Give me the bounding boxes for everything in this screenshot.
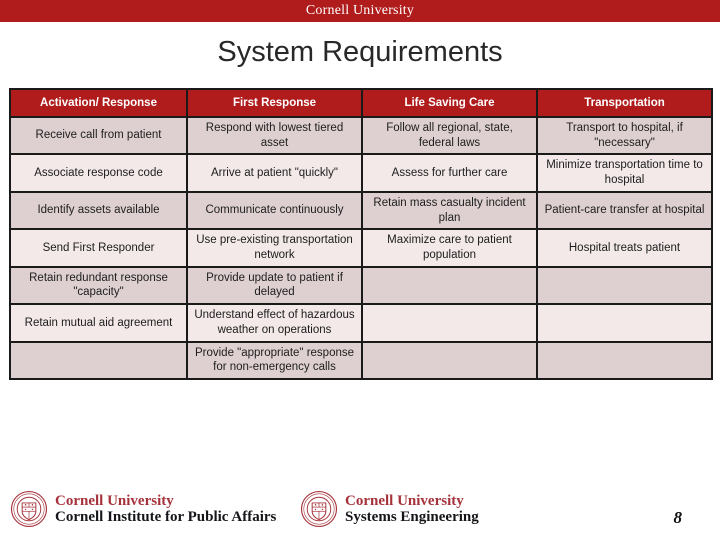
table-cell-empty	[536, 265, 713, 306]
table-cell: Send First Responder	[9, 228, 188, 268]
se-logo-line1: Cornell University	[345, 492, 464, 509]
systems-engineering-logo: Cornell University Systems Engineering	[300, 490, 479, 528]
table-cell: Hospital treats patient	[536, 228, 713, 268]
table-row: Send First Responder Use pre-existing tr…	[9, 228, 713, 268]
table-cell: Patient-care transfer at hospital	[536, 190, 713, 231]
table-cell: Retain mass casualty incident plan	[361, 190, 538, 231]
cornell-seal-icon	[10, 490, 48, 528]
table-cell: Provide update to patient if delayed	[186, 265, 363, 306]
university-name: Cornell University	[305, 3, 415, 18]
table-cell-empty	[9, 340, 188, 381]
column-header-transportation: Transportation	[536, 88, 713, 118]
cipa-logo-text: Cornell University Cornell Institute for…	[55, 493, 276, 525]
requirements-table: Activation/ Response First Response Life…	[9, 88, 713, 381]
table-cell-empty	[536, 340, 713, 381]
se-logo-line2: Systems Engineering	[345, 509, 479, 525]
table-cell: Retain redundant response "capacity"	[9, 265, 188, 306]
table-cell: Provide "appropriate" response for non-e…	[186, 340, 363, 381]
page-number: 8	[673, 508, 683, 527]
top-banner: Cornell University	[0, 0, 720, 22]
table-row: Provide "appropriate" response for non-e…	[9, 340, 713, 381]
column-header-life-saving-care: Life Saving Care	[361, 88, 538, 118]
page-title: System Requirements	[217, 36, 503, 68]
table-cell: Use pre-existing transportation network	[186, 228, 363, 268]
table-cell: Communicate continuously	[186, 190, 363, 231]
table-cell: Maximize care to patient population	[361, 228, 538, 268]
requirements-table-container: Activation/ Response First Response Life…	[9, 88, 713, 381]
cipa-logo: Cornell University Cornell Institute for…	[10, 490, 276, 528]
table-row: Associate response code Arrive at patien…	[9, 153, 713, 193]
table-cell: Retain mutual aid agreement	[9, 303, 188, 343]
table-cell: Identify assets available	[9, 190, 188, 231]
table-cell: Transport to hospital, if "necessary"	[536, 115, 713, 156]
systems-engineering-logo-text: Cornell University Systems Engineering	[345, 493, 479, 525]
column-header-first-response: First Response	[186, 88, 363, 118]
table-row: Retain redundant response "capacity" Pro…	[9, 265, 713, 306]
table-cell: Understand effect of hazardous weather o…	[186, 303, 363, 343]
table-cell-empty	[536, 303, 713, 343]
table-cell-empty	[361, 303, 538, 343]
table-cell: Respond with lowest tiered asset	[186, 115, 363, 156]
table-row: Identify assets available Communicate co…	[9, 190, 713, 231]
table-row: Receive call from patient Respond with l…	[9, 115, 713, 156]
table-header-row: Activation/ Response First Response Life…	[9, 88, 713, 118]
table-cell-empty	[361, 340, 538, 381]
table-cell: Minimize transportation time to hospital	[536, 153, 713, 193]
table-row: Retain mutual aid agreement Understand e…	[9, 303, 713, 343]
table-cell: Follow all regional, state, federal laws	[361, 115, 538, 156]
table-cell: Receive call from patient	[9, 115, 188, 156]
table-cell: Assess for further care	[361, 153, 538, 193]
column-header-activation-response: Activation/ Response	[9, 88, 188, 118]
cornell-seal-icon	[300, 490, 338, 528]
table-cell-empty	[361, 265, 538, 306]
cipa-logo-line1: Cornell University	[55, 492, 174, 509]
table-cell: Associate response code	[9, 153, 188, 193]
slide-footer: Cornell University Cornell Institute for…	[0, 486, 720, 540]
cipa-logo-line2: Cornell Institute for Public Affairs	[55, 509, 277, 525]
table-cell: Arrive at patient "quickly"	[186, 153, 363, 193]
